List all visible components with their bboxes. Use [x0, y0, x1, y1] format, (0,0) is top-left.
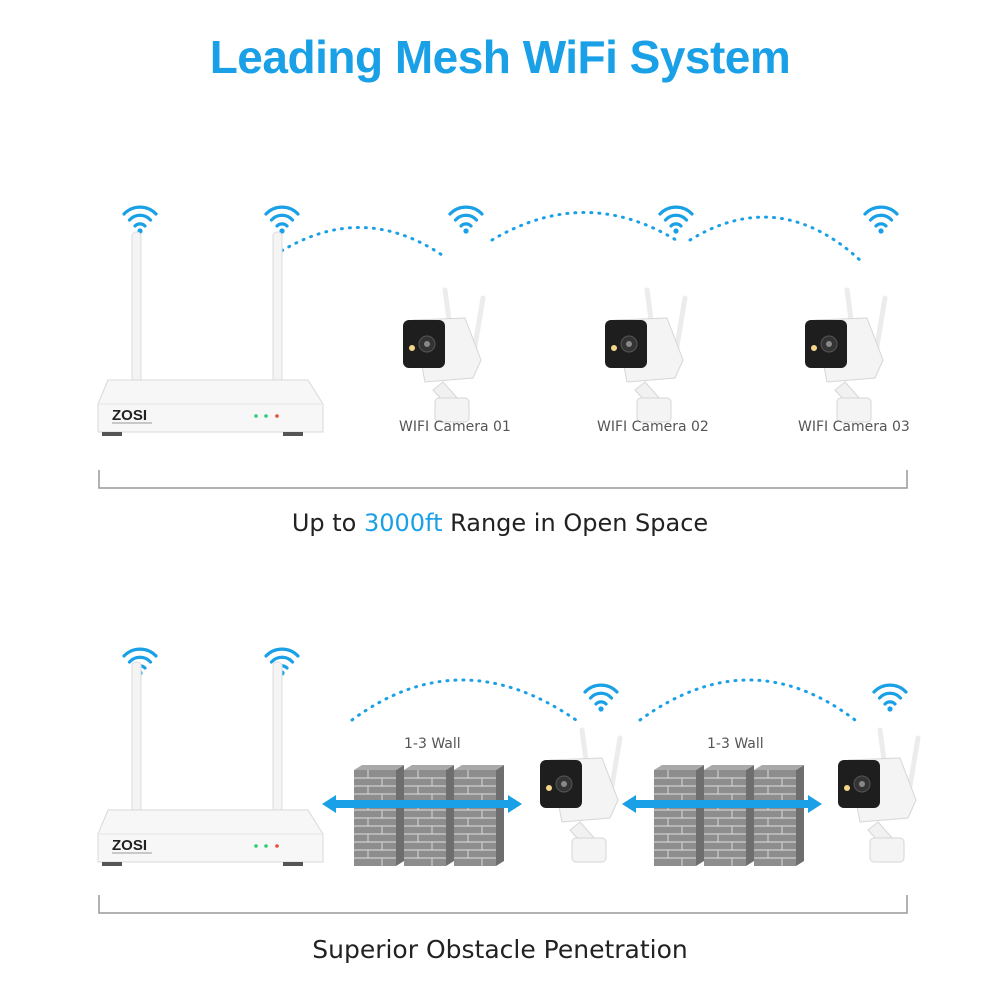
- brick-wall-icon: [653, 764, 705, 867]
- router-icon: [97, 231, 324, 437]
- signal-arc: [638, 678, 857, 722]
- brick-wall-icon: [453, 764, 505, 867]
- wifi-icon: [863, 205, 899, 236]
- wifi-icon: [658, 205, 694, 236]
- signal-arc: [490, 211, 678, 242]
- wifi-icon: [122, 205, 158, 236]
- camera-icon: [838, 730, 918, 862]
- camera-icon: [403, 290, 483, 422]
- wall-label: 1-3 Wall: [404, 736, 461, 752]
- signal-arc: [273, 226, 444, 257]
- page-title: Leading Mesh WiFi System: [209, 31, 791, 83]
- wifi-icon: [264, 205, 300, 236]
- wifi-icon: [872, 683, 908, 714]
- brick-wall-icon: [753, 764, 805, 867]
- camera-icon: [540, 730, 620, 862]
- camera-icon: [605, 290, 685, 422]
- obstacle-caption: Superior Obstacle Penetration: [312, 935, 688, 964]
- range-prefix: Up to: [291, 509, 364, 537]
- obstacle-bracket: [98, 895, 908, 914]
- wifi-icon: [583, 683, 619, 714]
- camera-label: WIFI Camera 02: [597, 419, 709, 435]
- brick-wall-icon: [703, 764, 755, 867]
- wall-label: 1-3 Wall: [707, 736, 764, 752]
- router-icon: [97, 661, 324, 867]
- range-highlight: 3000ft: [363, 509, 443, 537]
- range-suffix: Range in Open Space: [442, 509, 709, 537]
- brick-wall-icon: [403, 764, 455, 867]
- router-brand: ZOSI: [112, 407, 148, 424]
- brick-wall-icon: [353, 764, 405, 867]
- camera-label: WIFI Camera 03: [798, 419, 910, 435]
- signal-arc: [350, 678, 578, 722]
- camera-icon: [805, 290, 885, 422]
- range-bracket: [98, 470, 908, 489]
- router-brand: ZOSI: [112, 837, 148, 854]
- camera-label: WIFI Camera 01: [399, 419, 511, 435]
- signal-arc: [688, 215, 864, 264]
- wifi-icon: [448, 205, 484, 236]
- range-caption: Up to 3000ft Range in Open Space: [0, 509, 1000, 537]
